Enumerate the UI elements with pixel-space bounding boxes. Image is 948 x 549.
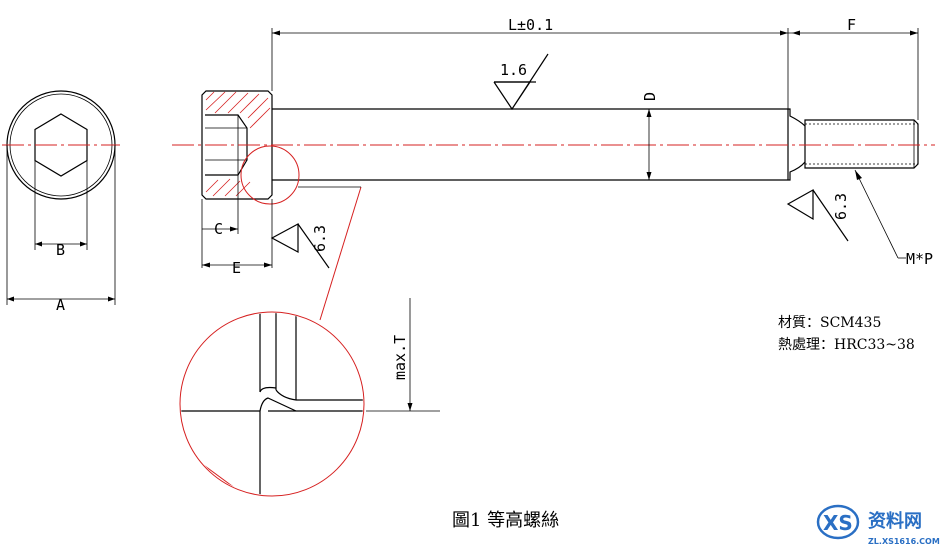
finish-shaft-label: 1.6 [500,61,527,79]
finish-symbol-thread [786,188,849,242]
end-view: B A [2,90,120,314]
detail-marker-circle [240,145,300,205]
hex-socket [34,113,88,177]
finish-symbol-head [270,222,330,269]
dim-d-label: D [641,92,659,101]
thread-end [804,119,919,169]
dim-e-label: E [232,259,241,277]
heat-treat-note: 熱處理：HRC33~38 [778,337,915,353]
watermark-brand: 资料网 [868,510,922,532]
material-note: 材質：SCM435 [778,315,881,331]
dim-f-label: F [847,16,856,34]
detail-circle [179,311,365,497]
thread-leader [854,169,899,259]
dim-thread-label: M*P [906,250,933,268]
svg-text:XS: XS [823,511,853,535]
dim-l-label: L±0.1 [508,16,553,34]
figure-caption: 圖1 等高螺絲 [452,510,559,531]
head-hatching [205,91,271,197]
side-view: L±0.1 F D 1.6 6.3 6.3 C E [172,16,935,321]
finish-head-label: 6.3 [311,225,329,252]
dim-c-label: C [214,220,223,238]
bolt-head [201,90,273,200]
finish-thread-label: 6.3 [832,193,850,220]
dim-a-label: A [56,296,65,314]
dim-b-label: B [56,241,65,259]
watermark-url: ZL.XS1616.COM [868,537,940,546]
socket-profile [205,114,248,176]
dim-maxt-label: max.T [391,335,409,380]
detail-leader [319,186,362,321]
detail-view: max.T [179,298,440,497]
watermark-logo: XS 资料网 ZL.XS1616.COM [816,504,940,546]
